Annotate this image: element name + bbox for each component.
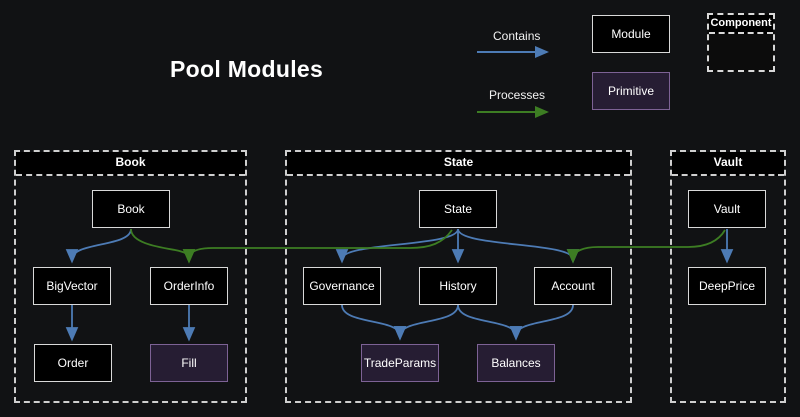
node-vault[interactable]: Vault	[688, 190, 766, 228]
legend-component-box: Component	[707, 13, 775, 72]
node-bigvector[interactable]: BigVector	[33, 267, 111, 305]
legend-primitive-label: Primitive	[607, 84, 654, 98]
legend-processes-label: Processes	[489, 88, 546, 102]
node-governance-label: Governance	[309, 279, 375, 293]
node-orderinfo[interactable]: OrderInfo	[150, 267, 228, 305]
node-governance[interactable]: Governance	[303, 267, 381, 305]
node-vault-label: Vault	[713, 202, 741, 216]
node-balances-label: Balances	[491, 356, 541, 370]
node-order-label: Order	[57, 356, 89, 370]
legend-primitive-box: Primitive	[592, 72, 670, 110]
node-balances[interactable]: Balances	[477, 344, 555, 382]
node-state[interactable]: State	[419, 190, 497, 228]
node-fill[interactable]: Fill	[150, 344, 228, 382]
node-bigvector-label: BigVector	[46, 279, 98, 293]
page-title: Pool Modules	[170, 56, 324, 82]
node-history-label: History	[439, 279, 477, 293]
node-book[interactable]: Book	[92, 190, 170, 228]
node-tradeparams-label: TradeParams	[363, 356, 437, 370]
node-book-label: Book	[117, 202, 145, 216]
container-vault-title: Vault	[672, 152, 784, 176]
container-book-title: Book	[16, 152, 245, 176]
node-deepprice[interactable]: DeepPrice	[688, 267, 766, 305]
legend-component-label: Component	[709, 15, 773, 34]
node-deepprice-label: DeepPrice	[698, 279, 756, 293]
node-history[interactable]: History	[419, 267, 497, 305]
processes-arrow-icon	[477, 106, 549, 118]
container-state-title: State	[287, 152, 630, 176]
node-account[interactable]: Account	[534, 267, 612, 305]
legend-module-box: Module	[592, 15, 670, 53]
contains-arrow-icon	[477, 46, 549, 58]
legend-contains-label: Contains	[493, 29, 541, 43]
node-order[interactable]: Order	[34, 344, 112, 382]
node-account-label: Account	[551, 279, 595, 293]
node-orderinfo-label: OrderInfo	[163, 279, 215, 293]
node-state-label: State	[443, 202, 473, 216]
legend-module-label: Module	[611, 27, 651, 41]
node-fill-label: Fill	[181, 356, 197, 370]
node-tradeparams[interactable]: TradeParams	[361, 344, 439, 382]
